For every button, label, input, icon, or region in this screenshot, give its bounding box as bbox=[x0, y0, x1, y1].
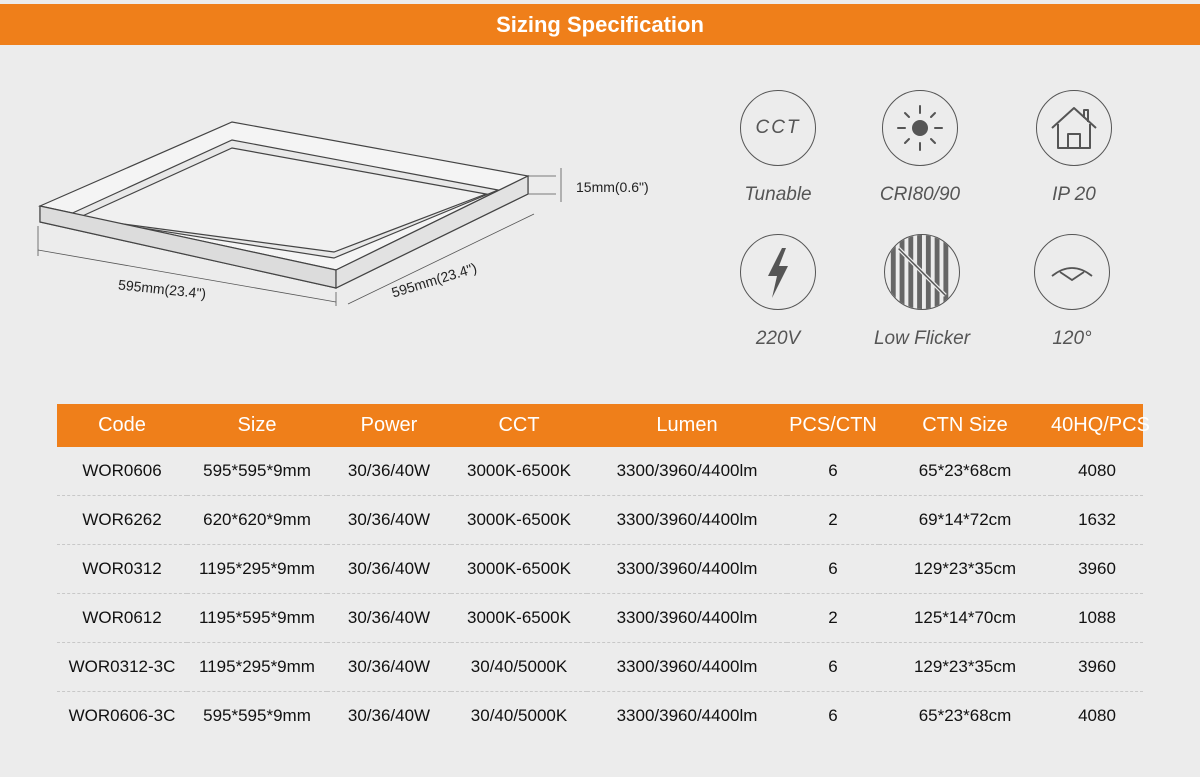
table-header-row: Code Size Power CCT Lumen PCS/CTN CTN Si… bbox=[57, 404, 1150, 447]
feature-label: CRI80/90 bbox=[879, 184, 961, 205]
column-header: Power bbox=[327, 404, 451, 447]
cell-cct: 3000K-6500K bbox=[451, 544, 587, 594]
feature-voltage: 220V bbox=[723, 234, 833, 350]
cell-power: 30/36/40W bbox=[347, 706, 431, 725]
cell-ctn-size: 65*23*68cm bbox=[918, 706, 1012, 725]
stripes-icon bbox=[884, 234, 960, 310]
column-header: Size bbox=[187, 404, 327, 447]
cell-lumen: 3300/3960/4400lm bbox=[587, 642, 787, 692]
cell-40hq: 4080 bbox=[1078, 706, 1116, 725]
table-row: WOR0312-3C 1195*295*9mm 30/36/40W 30/40/… bbox=[57, 642, 1143, 692]
cell-lumen: 3300/3960/4400lm bbox=[587, 447, 787, 496]
cell-ctn-size: 69*14*72cm bbox=[879, 495, 1051, 545]
column-header: CTN Size bbox=[879, 404, 1051, 447]
cell-code: WOR0312 bbox=[57, 544, 187, 594]
panel-dimension-drawing bbox=[37, 121, 562, 306]
cell-cct: 30/40/5000K bbox=[451, 642, 587, 692]
feature-cct: CCT Tunable bbox=[723, 90, 833, 206]
cell-ctn-size: 129*23*35cm bbox=[879, 544, 1051, 594]
cell-cct: 30/40/5000K bbox=[470, 706, 568, 725]
house-icon bbox=[1036, 90, 1112, 166]
cell-pcs-ctn: 6 bbox=[787, 447, 879, 496]
cell-power: 30/36/40W bbox=[327, 544, 451, 594]
cct-icon-text: CCT bbox=[755, 117, 801, 138]
cell-pcs-ctn: 2 bbox=[787, 593, 879, 643]
cell-size: 620*620*9mm bbox=[187, 495, 327, 545]
feature-label: Low Flicker bbox=[873, 328, 971, 349]
cell-power: 30/36/40W bbox=[327, 593, 451, 643]
feature-beam-angle: 120° bbox=[1017, 234, 1127, 350]
cell-cct: 3000K-6500K bbox=[451, 447, 587, 496]
spec-table: Code Size Power CCT Lumen PCS/CTN CTN Si… bbox=[57, 404, 1150, 741]
cell-40hq: 4080 bbox=[1051, 447, 1143, 496]
thickness-dimension: 15mm(0.6") bbox=[576, 179, 649, 195]
cell-cct: 3000K-6500K bbox=[451, 495, 587, 545]
feature-ip: IP 20 bbox=[1019, 90, 1129, 206]
cell-ctn-size: 125*14*70cm bbox=[879, 593, 1051, 643]
cell-ctn-size: 129*23*35cm bbox=[879, 642, 1051, 692]
cell-40hq: 1088 bbox=[1051, 593, 1143, 643]
column-header: 40HQ/PCS bbox=[1051, 404, 1150, 447]
cell-pcs-ctn: 6 bbox=[787, 642, 879, 692]
section-header: Sizing Specification bbox=[0, 4, 1200, 45]
cct-icon: CCT bbox=[740, 90, 816, 166]
cell-code: WOR0606-3C bbox=[68, 706, 176, 725]
cell-lumen: 3300/3960/4400lm bbox=[587, 544, 787, 594]
table-row: WOR0312 1195*295*9mm 30/36/40W 3000K-650… bbox=[57, 544, 1143, 594]
cell-power: 30/36/40W bbox=[327, 642, 451, 692]
cell-code: WOR0612 bbox=[57, 593, 187, 643]
cell-40hq: 1632 bbox=[1051, 495, 1143, 545]
column-header: CCT bbox=[451, 404, 587, 447]
feature-label: Tunable bbox=[744, 184, 812, 205]
cell-code: WOR0606 bbox=[57, 447, 187, 496]
sun-icon bbox=[882, 90, 958, 166]
feature-label: 220V bbox=[755, 328, 801, 349]
cell-power: 30/36/40W bbox=[327, 447, 451, 496]
cell-ctn-size: 65*23*68cm bbox=[879, 447, 1051, 496]
table-row: WOR0606 595*595*9mm 30/36/40W 3000K-6500… bbox=[57, 447, 1143, 496]
column-header: PCS/CTN bbox=[787, 404, 879, 447]
feature-label: IP 20 bbox=[1052, 184, 1096, 205]
table-row: WOR0606-3C 595*595*9mm 30/36/40W 30/40/5… bbox=[57, 692, 1143, 741]
cell-code: WOR0312-3C bbox=[57, 642, 187, 692]
feature-label: 120° bbox=[1052, 328, 1092, 349]
cell-power: 30/36/40W bbox=[327, 495, 451, 545]
cell-cct: 3000K-6500K bbox=[451, 593, 587, 643]
lightning-icon bbox=[740, 234, 816, 310]
feature-cri: CRI80/90 bbox=[865, 90, 975, 206]
cell-40hq: 3960 bbox=[1051, 642, 1143, 692]
cell-lumen: 3300/3960/4400lm bbox=[587, 495, 787, 545]
cell-code: WOR6262 bbox=[57, 495, 187, 545]
cell-size: 595*595*9mm bbox=[187, 447, 327, 496]
cell-pcs-ctn: 6 bbox=[787, 544, 879, 594]
column-header: Lumen bbox=[587, 404, 787, 447]
feature-flicker: Low Flicker bbox=[867, 234, 977, 350]
table-row: WOR0612 1195*595*9mm 30/36/40W 3000K-650… bbox=[57, 593, 1143, 643]
cell-size: 1195*295*9mm bbox=[187, 642, 327, 692]
section-title: Sizing Specification bbox=[496, 11, 704, 37]
column-header: Code bbox=[57, 404, 187, 447]
cell-size: 1195*595*9mm bbox=[187, 593, 327, 643]
cell-lumen: 3300/3960/4400lm bbox=[616, 706, 758, 725]
cell-size: 595*595*9mm bbox=[203, 706, 311, 725]
table-row: WOR6262 620*620*9mm 30/36/40W 3000K-6500… bbox=[57, 495, 1143, 545]
cell-40hq: 3960 bbox=[1051, 544, 1143, 594]
beam-angle-icon bbox=[1034, 234, 1110, 310]
cell-size: 1195*295*9mm bbox=[187, 544, 327, 594]
cell-lumen: 3300/3960/4400lm bbox=[587, 593, 787, 643]
cell-pcs-ctn: 2 bbox=[787, 495, 879, 545]
cell-pcs-ctn: 6 bbox=[828, 706, 838, 725]
